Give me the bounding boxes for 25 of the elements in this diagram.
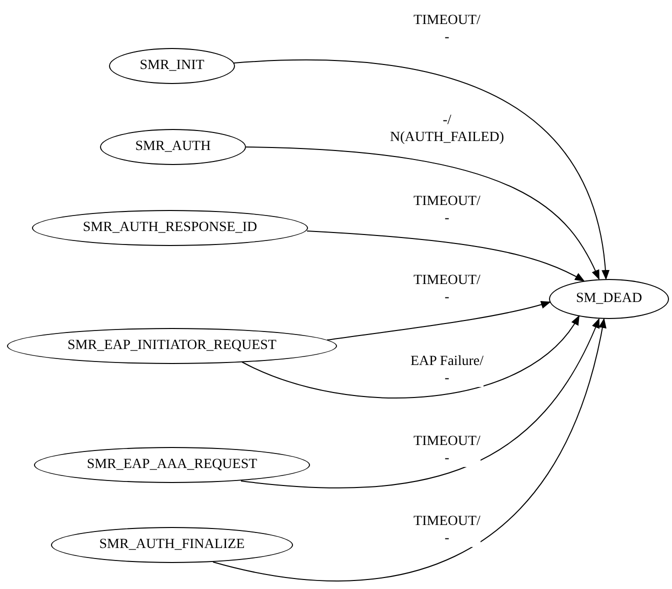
transition-arrow [242, 315, 580, 398]
state-name: SMR_AUTH_FINALIZE [99, 537, 245, 553]
edge-label: EAP Failure/ - [410, 353, 484, 387]
state-name: SM_DEAD [576, 291, 642, 307]
state-name: SMR_INIT [140, 58, 204, 74]
edge-label: -/ N(AUTH_FAILED) [390, 112, 504, 146]
state-name: SMR_EAP_AAA_REQUEST [86, 457, 258, 473]
transition-arrow [234, 59, 610, 280]
state-name: SMR_AUTH_RESPONSE_ID [82, 220, 258, 236]
transition-arrow [240, 318, 600, 488]
transition-arrow [326, 300, 551, 340]
state-ellipse [549, 279, 669, 319]
edge-label: TIMEOUT/ - [414, 513, 480, 547]
state-ellipse [100, 129, 246, 165]
transition-arrow [306, 230, 585, 282]
state-ellipse [109, 48, 235, 84]
transition-arrow [212, 318, 606, 582]
state-ellipse [7, 328, 337, 364]
state-name: SMR_EAP_INITIATOR_REQUEST [68, 338, 276, 354]
state-ellipse [32, 210, 308, 246]
state-name: SMR_AUTH [135, 139, 211, 155]
state-ellipse [34, 447, 310, 483]
transition-arrow [246, 146, 600, 280]
edge-label: TIMEOUT/ - [414, 433, 480, 467]
state-ellipse [51, 527, 293, 563]
